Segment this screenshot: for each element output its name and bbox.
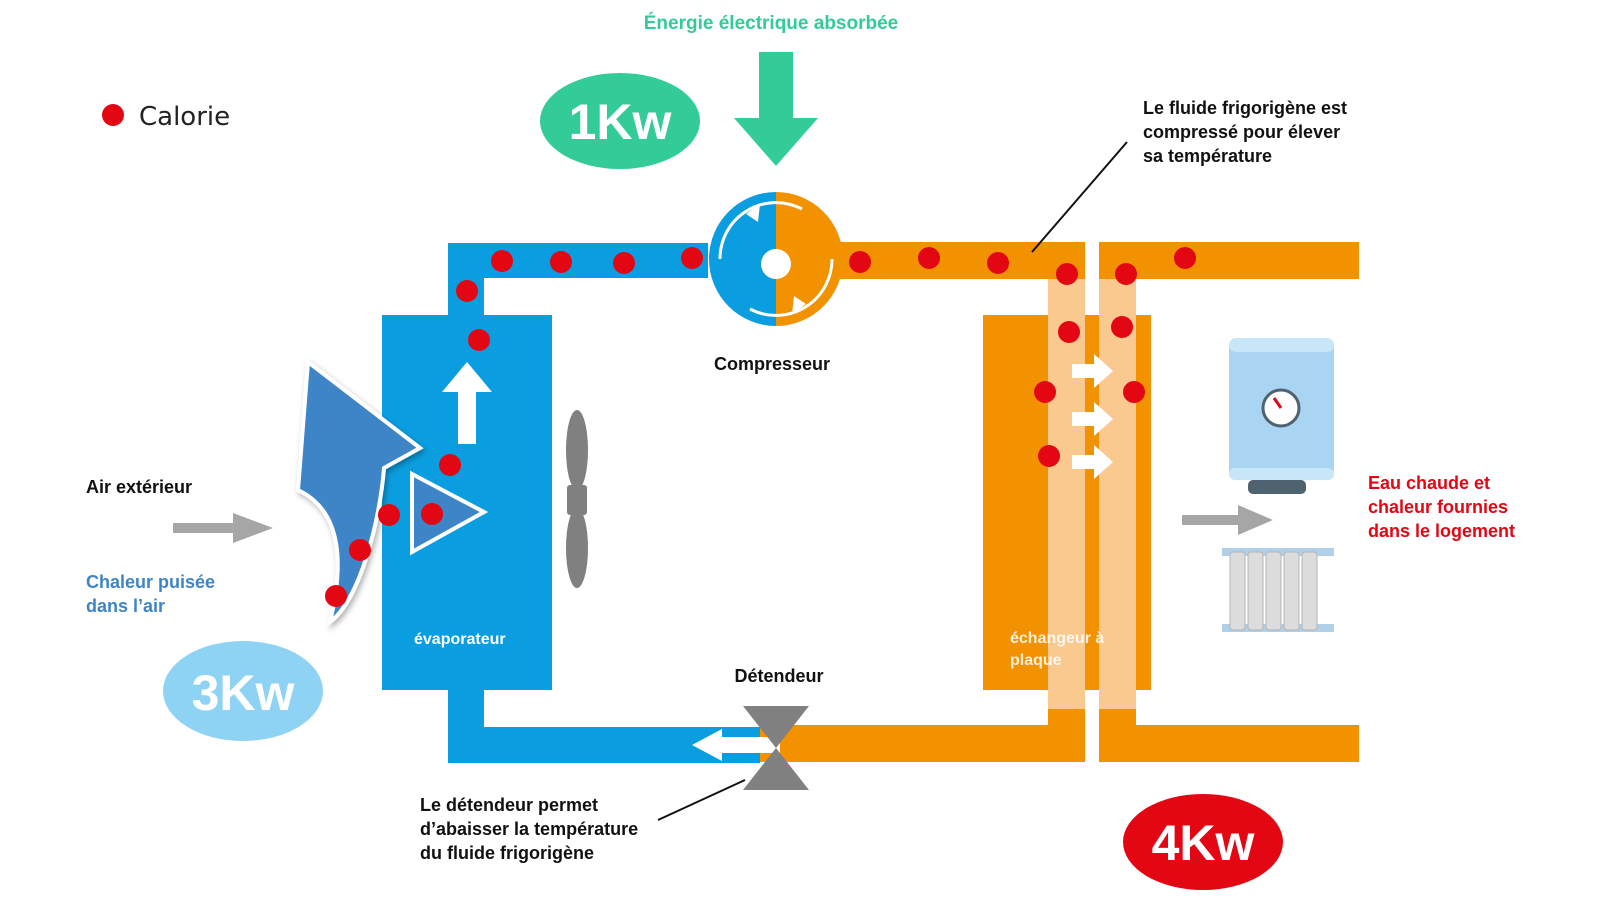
calorie-dot [1115, 263, 1137, 285]
electric-energy-label: Énergie électrique absorbée [644, 12, 899, 34]
air-kw-badge [163, 641, 323, 741]
electric-input-arrow [734, 52, 818, 166]
heat-drawn-line2: dans l’air [86, 596, 166, 616]
compressed-note-line3: sa température [1143, 146, 1273, 166]
calorie-dot [491, 250, 513, 272]
expansion-valve-icon [743, 706, 809, 790]
legend-calorie-label: Calorie [139, 102, 230, 132]
heat-transfer-arrows [1072, 354, 1113, 479]
calorie-dot [613, 252, 635, 274]
calorie-dot [681, 247, 703, 269]
calorie-dot [918, 247, 940, 269]
compressor-label: Compresseur [714, 354, 830, 374]
calorie-dot [849, 251, 871, 273]
expansion-valve-label: Détendeur [734, 666, 823, 686]
calorie-dot [1056, 263, 1078, 285]
compressed-note: Le fluide frigorigène est compressé pour… [1143, 96, 1347, 168]
output-kw-value: 4Kw [1152, 815, 1255, 871]
calorie-dot [1038, 445, 1060, 467]
exchanger-label-line2: plaque [1010, 652, 1062, 669]
radiator-icon [1222, 548, 1334, 632]
heat-drawn-line1: Chaleur puisée [86, 572, 216, 592]
exchanger-channel-left [1048, 279, 1085, 709]
legend-calorie-dot [102, 104, 124, 126]
calorie-dot [1111, 316, 1133, 338]
valve-note-leader [657, 779, 746, 821]
air-heat-small-arrow [410, 470, 489, 556]
calorie-dot [468, 329, 490, 351]
calorie-dot [456, 280, 478, 302]
air-heat-arrow [295, 358, 424, 627]
calorie-dot [421, 503, 443, 525]
calorie-dot [439, 454, 461, 476]
calorie-dot [1123, 381, 1145, 403]
calorie-dots [325, 247, 1196, 607]
evaporator-flow-arrow [442, 362, 492, 444]
output-kw-badge [1123, 794, 1283, 890]
compressed-note-line1: Le fluide frigorigène est [1143, 98, 1348, 118]
calorie-dot [1034, 381, 1056, 403]
calorie-dot [550, 251, 572, 273]
output-note: Eau chaude et chaleur fournies dans le l… [1368, 471, 1515, 543]
calorie-dot [325, 585, 347, 607]
calorie-dot [349, 539, 371, 561]
evaporator-label: évaporateur [414, 631, 506, 648]
valve-note-line2: d’abaisser la température [420, 819, 639, 839]
output-heat-arrow [1182, 505, 1273, 535]
calorie-dot [378, 504, 400, 526]
air-kw-value: 3Kw [192, 665, 295, 721]
output-note-line1: Eau chaude et [1368, 473, 1491, 493]
output-note-line2: chaleur fournies [1368, 497, 1509, 517]
valve-note-line3: du fluide frigorigène [420, 843, 594, 863]
electric-kw-value: 1Kw [569, 94, 672, 150]
heat-drawn-label: Chaleur puisée dans l’air [86, 570, 215, 618]
compressor-icon [709, 192, 843, 326]
calorie-dot [987, 252, 1009, 274]
calorie-dot [1058, 321, 1080, 343]
outside-air-arrow [173, 513, 273, 543]
valve-note: Le détendeur permet d’abaisser la tempér… [420, 793, 638, 865]
exchanger-label-line1: échangeur à [1010, 630, 1104, 647]
fan-icon [566, 410, 588, 588]
compressed-note-line2: compressé pour élever [1143, 122, 1341, 142]
water-heater-icon [1229, 338, 1334, 494]
calorie-dot [1174, 247, 1196, 269]
outside-air-label: Air extérieur [86, 477, 193, 497]
valve-flow-arrow [692, 729, 780, 761]
output-note-line3: dans le logement [1368, 521, 1516, 541]
valve-note-line1: Le détendeur permet [420, 795, 599, 815]
compressed-note-leader [1031, 141, 1128, 253]
exchanger-channel-right [1099, 279, 1136, 709]
electric-kw-badge [540, 73, 700, 169]
